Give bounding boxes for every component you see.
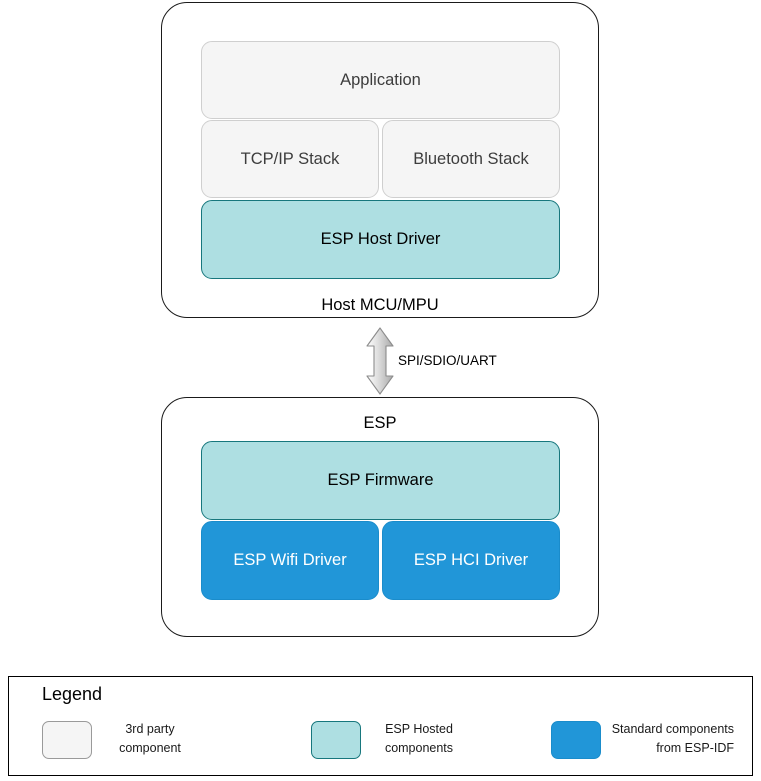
block-esp-host-driver[interactable]: ESP Host Driver xyxy=(201,200,560,279)
legend-panel xyxy=(8,676,753,776)
block-esp-hci-driver-label: ESP HCI Driver xyxy=(413,551,529,570)
legend-swatch-esp-idf xyxy=(551,721,601,759)
esp-container-label: ESP xyxy=(363,414,397,432)
interconnect-arrow-group xyxy=(360,326,404,396)
legend-label-esp-idf: Standard components from ESP-IDF xyxy=(611,722,734,756)
interconnect-label: SPI/SDIO/UART xyxy=(398,353,497,368)
block-esp-firmware[interactable]: ESP Firmware xyxy=(201,441,560,520)
block-tcpip-stack-label: TCP/IP Stack xyxy=(240,149,340,168)
block-bluetooth-stack[interactable]: Bluetooth Stack xyxy=(382,120,560,198)
legend-title: Legend xyxy=(42,684,103,704)
legend-swatch-esp-hosted xyxy=(311,721,361,759)
block-esp-firmware-label: ESP Firmware xyxy=(327,471,434,490)
block-application[interactable]: Application xyxy=(201,41,560,119)
legend-swatch-third-party xyxy=(42,721,92,759)
host-mcu-container-label: Host MCU/MPU xyxy=(321,296,439,314)
block-esp-wifi-driver-label: ESP Wifi Driver xyxy=(233,551,347,570)
block-tcpip-stack[interactable]: TCP/IP Stack xyxy=(201,120,379,198)
block-esp-host-driver-label: ESP Host Driver xyxy=(320,230,441,249)
block-bluetooth-stack-label: Bluetooth Stack xyxy=(413,149,529,168)
legend-label-third-party: 3rd party component xyxy=(119,722,181,756)
legend-label-esp-hosted: ESP Hosted components xyxy=(384,722,454,756)
block-esp-wifi-driver[interactable]: ESP Wifi Driver xyxy=(201,521,379,600)
block-esp-hci-driver[interactable]: ESP HCI Driver xyxy=(382,521,560,600)
double-headed-vertical-arrow-icon xyxy=(366,327,394,395)
block-application-label: Application xyxy=(340,70,421,89)
